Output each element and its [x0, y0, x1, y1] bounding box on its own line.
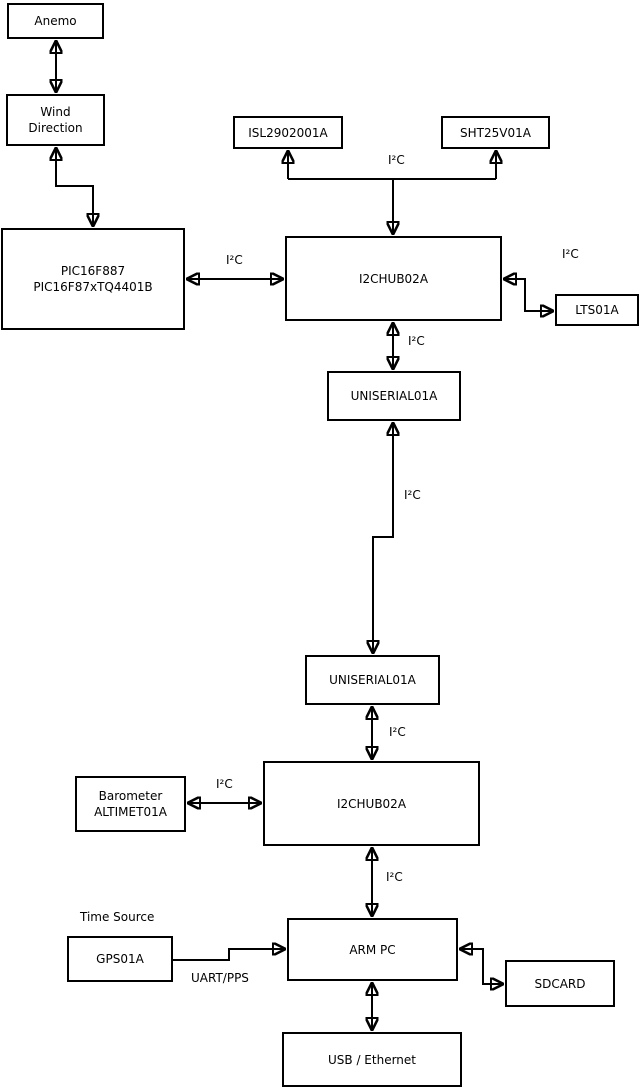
node-uniserial01a-upper: UNISERIAL01A — [327, 371, 461, 421]
node-label: I2CHUB02A — [358, 271, 429, 286]
connector-arm-sdcard — [460, 949, 503, 984]
node-uniserial01a-lower: UNISERIAL01A — [305, 655, 440, 705]
node-label: GPS01A — [96, 952, 144, 966]
label-time-source: Time Source — [80, 910, 155, 924]
node-sdcard: SDCARD — [505, 960, 615, 1007]
node-i2chub02a-bottom: I2CHUB02A — [263, 761, 480, 846]
edge-label-i2c-hub2-arm: I²C — [386, 870, 403, 884]
node-label: LTS01A — [575, 303, 619, 317]
connector-uniserial-uniserial — [373, 423, 393, 653]
node-label: USB / Ethernet — [328, 1052, 416, 1067]
connector-i2chub-top-lts — [504, 279, 553, 311]
edge-label-i2c-sensor-bus: I²C — [388, 153, 405, 167]
node-usb-ethernet: USB / Ethernet — [282, 1032, 462, 1087]
node-anemo: Anemo — [7, 3, 104, 39]
node-label: UNISERIAL01A — [329, 673, 416, 687]
edge-label-i2c-pic-hub: I²C — [226, 253, 243, 267]
edge-label-i2c-uniserial-hub2: I²C — [389, 725, 406, 739]
node-label: ARM PC — [349, 942, 396, 957]
node-i2chub02a-top: I2CHUB02A — [285, 236, 502, 321]
node-label: Anemo — [34, 14, 77, 28]
edge-label-i2c-hub-lts: I²C — [562, 247, 579, 261]
node-label: PIC16F887 PIC16F87xTQ4401B — [33, 264, 153, 294]
node-sht25v01a: SHT25V01A — [441, 116, 550, 149]
edge-label-i2c-uniserial-link: I²C — [404, 488, 421, 502]
node-wind-direction: Wind Direction — [6, 94, 105, 146]
node-barometer-altimet01a: Barometer ALTIMET01A — [75, 776, 186, 832]
node-lts01a: LTS01A — [555, 294, 639, 326]
node-gps01a: GPS01A — [67, 936, 173, 982]
node-label: Wind Direction — [28, 105, 83, 135]
node-label: SHT25V01A — [460, 125, 531, 140]
node-label: I2CHUB02A — [336, 796, 407, 811]
edge-label-i2c-hub-uniserial: I²C — [408, 334, 425, 348]
node-label: Barometer ALTIMET01A — [94, 789, 167, 819]
connector-wind-pic — [56, 148, 93, 226]
node-isl2902001a: ISL2902001A — [233, 116, 343, 149]
node-label: ISL2902001A — [248, 125, 328, 140]
node-label: SDCARD — [534, 976, 586, 991]
label-uart-pps: UART/PPS — [191, 971, 249, 985]
connector-gps-arm — [173, 949, 285, 961]
node-label: UNISERIAL01A — [350, 389, 438, 403]
node-arm-pc: ARM PC — [287, 918, 458, 981]
node-pic16f887: PIC16F887 PIC16F87xTQ4401B — [1, 228, 185, 330]
edge-label-i2c-barometer: I²C — [216, 777, 233, 791]
